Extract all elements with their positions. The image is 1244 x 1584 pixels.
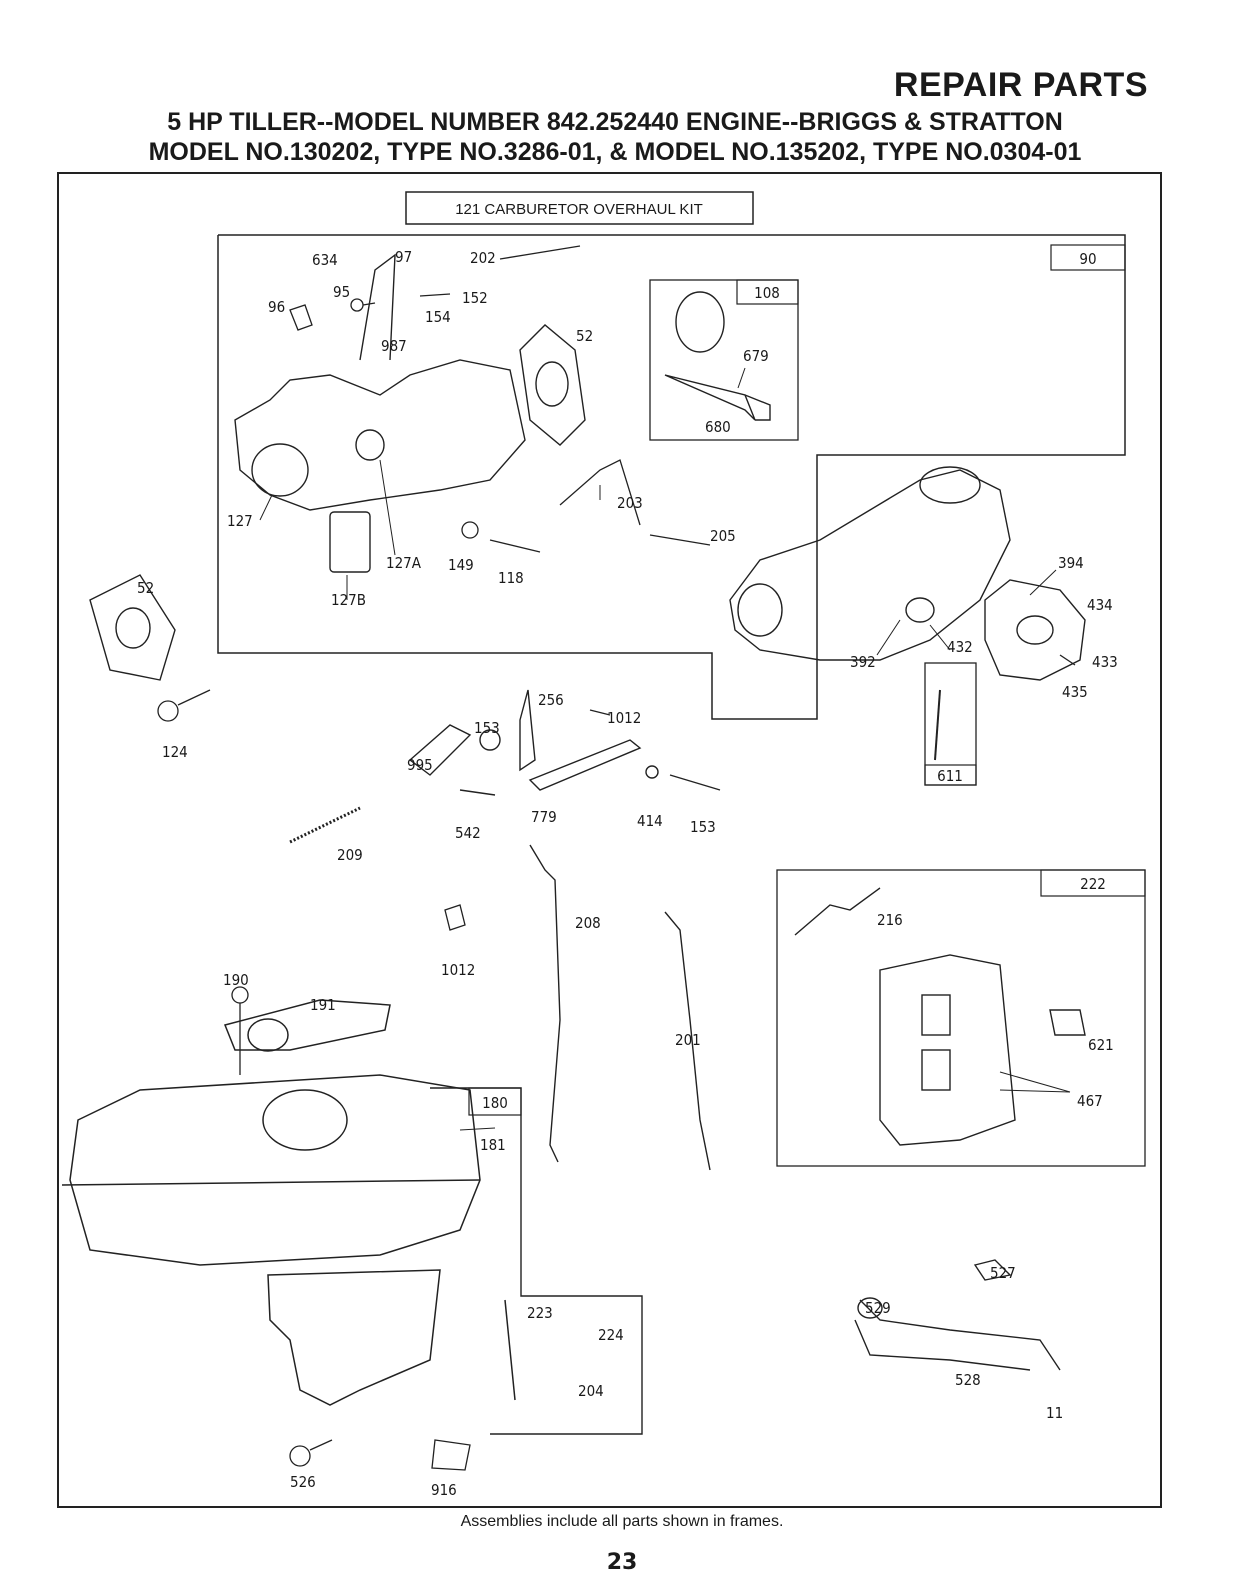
kit-label: 121 CARBURETOR OVERHAUL KIT — [455, 201, 703, 218]
part-label: 127A — [386, 554, 422, 572]
frame-label-611: 611 — [937, 767, 963, 785]
page-number: 23 — [606, 1550, 638, 1575]
part-label: 414 — [637, 812, 663, 830]
governor-frame — [776, 869, 1146, 1167]
part-label: 995 — [407, 756, 433, 774]
footer-note: Assemblies include all parts shown in fr… — [460, 1513, 784, 1530]
part-label: 527 — [990, 1264, 1016, 1282]
part-label: 201 — [675, 1031, 701, 1049]
gasket-drawing — [89, 574, 176, 681]
leader-lines — [259, 367, 1071, 1131]
fuel-line-drawing — [854, 1259, 1061, 1371]
part-label: 621 — [1088, 1036, 1114, 1054]
part-label: 95 — [333, 283, 350, 301]
part-label: 181 — [480, 1136, 506, 1154]
part-label: 916 — [431, 1481, 457, 1499]
part-label: 433 — [1092, 653, 1118, 671]
model-line-2: MODEL NO.130202, TYPE NO.3286-01, & MODE… — [148, 138, 1082, 166]
part-label: 191 — [310, 996, 336, 1014]
part-label: 394 — [1058, 554, 1084, 572]
part-label: 1012 — [441, 961, 475, 979]
part-label: 680 — [705, 418, 731, 436]
hardware-drawing — [157, 245, 1076, 1471]
frame-label-90: 90 — [1079, 250, 1096, 268]
part-label: 202 — [470, 249, 496, 267]
part-label: 204 — [578, 1382, 604, 1400]
part-label: 223 — [527, 1304, 553, 1322]
part-label: 97 — [395, 248, 412, 266]
part-label: 205 — [710, 527, 736, 545]
page-title: REPAIR PARTS — [893, 66, 1148, 104]
part-label: 542 — [455, 824, 481, 842]
carburetor-rear-drawing — [729, 466, 1086, 681]
part-label: 154 — [425, 308, 451, 326]
part-label: 153 — [690, 818, 716, 836]
frame-label-180: 180 — [482, 1094, 508, 1112]
part-label: 392 — [850, 653, 876, 671]
part-label: 152 — [462, 289, 488, 307]
part-label: 149 — [448, 556, 474, 574]
part-label: 779 — [531, 808, 557, 826]
part-label: 224 — [598, 1326, 624, 1344]
part-label: 432 — [947, 638, 973, 656]
part-label: 153 — [474, 719, 500, 737]
part-label: 467 — [1077, 1092, 1103, 1110]
part-label: 529 — [865, 1299, 891, 1317]
part-label: 634 — [312, 251, 338, 269]
part-label: 434 — [1087, 596, 1113, 614]
part-label: 209 — [337, 846, 363, 864]
link-parts-drawing — [289, 689, 721, 844]
frame-label-222: 222 — [1080, 875, 1106, 893]
part-label: 52 — [576, 327, 593, 345]
carburetor-body-drawing — [234, 253, 586, 573]
part-label: 203 — [617, 494, 643, 512]
model-line-1: 5 HP TILLER--MODEL NUMBER 842.252440 ENG… — [167, 108, 1063, 136]
carburetor-frame — [217, 234, 1126, 720]
part-label: 124 — [162, 743, 188, 761]
rods-drawing — [529, 844, 881, 1171]
part-label: 679 — [743, 347, 769, 365]
part-label: 52 — [137, 579, 154, 597]
part-label: 435 — [1062, 683, 1088, 701]
fuel-tank-drawing — [61, 999, 516, 1406]
part-label: 190 — [223, 971, 249, 989]
tank-frame — [430, 1087, 643, 1435]
part-labels: 634 97 202 95 96 152 154 987 52 679 680 … — [137, 248, 1118, 1499]
part-label: 127B — [331, 591, 366, 609]
part-label: 96 — [268, 298, 285, 316]
diaphragm-drawing — [664, 291, 771, 421]
outer-frame — [57, 172, 1162, 1508]
part-label: 216 — [877, 911, 903, 929]
part-label: 526 — [290, 1473, 316, 1491]
part-label: 208 — [575, 914, 601, 932]
part-label: 118 — [498, 569, 524, 587]
diaphragm-frame — [649, 279, 799, 441]
part-label: 11 — [1046, 1404, 1063, 1422]
frame-label-108: 108 — [754, 284, 780, 302]
part-label: 1012 — [607, 709, 641, 727]
part-label: 528 — [955, 1371, 981, 1389]
part-label: 987 — [381, 337, 407, 355]
part-label: 256 — [538, 691, 564, 709]
governor-drawing — [879, 954, 1086, 1146]
kit-label-box — [405, 191, 754, 225]
part-label: 127 — [227, 512, 253, 530]
